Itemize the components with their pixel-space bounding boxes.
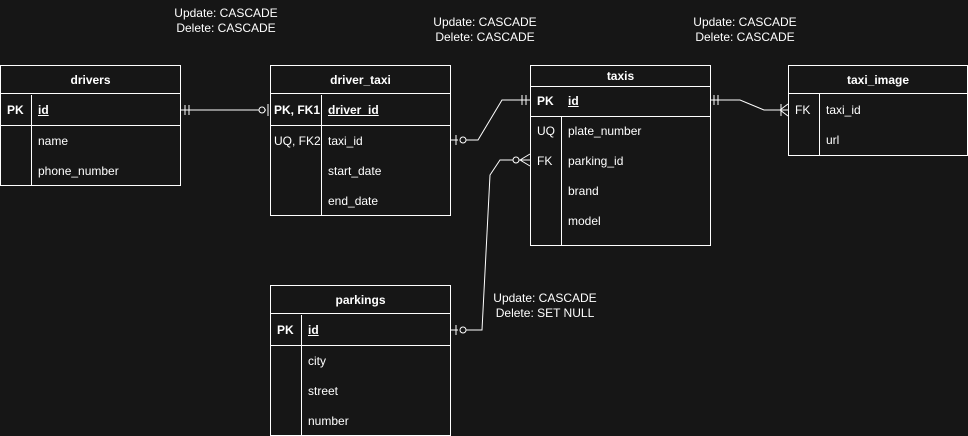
note-drivers-driver-taxi: Update: CASCADE Delete: CASCADE bbox=[171, 6, 281, 36]
attribute-name: end_date bbox=[328, 194, 379, 208]
attribute-row: FK parking_id bbox=[531, 146, 710, 176]
rel-taxis-taxi-image bbox=[710, 95, 789, 117]
entity-taxi-image[interactable]: taxi_image FK taxi_id url bbox=[788, 65, 968, 156]
attribute-row: UQ plate_number bbox=[531, 116, 710, 146]
attribute-row: number bbox=[271, 406, 450, 436]
attribute-row: PK id bbox=[531, 86, 710, 117]
key-column bbox=[1, 95, 32, 185]
attribute-key: UQ bbox=[537, 124, 555, 138]
attribute-key: PK bbox=[537, 94, 554, 108]
attribute-row: end_date bbox=[271, 186, 450, 216]
attribute-name: id bbox=[308, 323, 319, 337]
rel-driver-taxi-taxis bbox=[450, 95, 530, 145]
note-delete: Delete: CASCADE bbox=[176, 21, 276, 35]
attribute-row: PK id bbox=[1, 95, 180, 126]
attribute-row: city bbox=[271, 346, 450, 376]
attribute-key: PK, FK1 bbox=[274, 103, 321, 117]
attribute-key: FK bbox=[795, 103, 811, 117]
key-column bbox=[531, 117, 562, 245]
entity-title: drivers bbox=[1, 66, 180, 94]
attribute-name: brand bbox=[568, 184, 599, 198]
attribute-key: PK bbox=[277, 323, 294, 337]
note-taxis-taxi-image: Update: CASCADE Delete: CASCADE bbox=[690, 15, 800, 45]
key-column bbox=[271, 315, 302, 435]
rel-drivers-driver-taxi bbox=[180, 104, 269, 116]
attribute-row: name bbox=[1, 126, 180, 156]
attribute-name: number bbox=[308, 414, 349, 428]
attribute-row: brand bbox=[531, 176, 710, 206]
attribute-row: street bbox=[271, 376, 450, 406]
rel-parkings-taxis bbox=[450, 153, 531, 335]
attribute-row: url bbox=[789, 125, 967, 155]
attribute-name: taxi_id bbox=[328, 134, 363, 148]
attribute-name: id bbox=[38, 103, 49, 117]
note-update: Update: CASCADE bbox=[493, 291, 597, 305]
attribute-name: parking_id bbox=[568, 154, 624, 168]
attribute-row: FK taxi_id bbox=[789, 95, 967, 125]
note-delete: Delete: CASCADE bbox=[435, 30, 535, 44]
note-driver-taxi-taxis: Update: CASCADE Delete: CASCADE bbox=[430, 15, 540, 45]
attribute-name: street bbox=[308, 384, 339, 398]
attribute-name: id bbox=[568, 94, 579, 108]
note-update: Update: CASCADE bbox=[693, 15, 797, 29]
attribute-name: model bbox=[568, 214, 601, 228]
key-column bbox=[789, 94, 820, 155]
attribute-name: taxi_id bbox=[826, 103, 861, 117]
note-delete: Delete: SET NULL bbox=[495, 306, 595, 320]
note-parkings-taxis: Update: CASCADE Delete: SET NULL bbox=[490, 291, 600, 321]
note-delete: Delete: CASCADE bbox=[695, 30, 795, 44]
entity-title: driver_taxi bbox=[271, 66, 450, 94]
note-update: Update: CASCADE bbox=[174, 6, 278, 20]
entity-taxis[interactable]: taxis PK id UQ plate_number FK parking_i… bbox=[530, 65, 711, 246]
attribute-name: driver_id bbox=[328, 103, 379, 117]
entity-title: taxis bbox=[531, 66, 710, 87]
attribute-row: UQ, FK2 taxi_id bbox=[271, 126, 450, 156]
attribute-name: phone_number bbox=[38, 164, 119, 178]
attribute-key: PK bbox=[7, 103, 24, 117]
attribute-name: start_date bbox=[328, 164, 382, 178]
attribute-name: city bbox=[308, 354, 326, 368]
attribute-row: PK id bbox=[271, 315, 450, 346]
entity-title: parkings bbox=[271, 286, 450, 314]
attribute-row: model bbox=[531, 206, 710, 236]
attribute-name: name bbox=[38, 134, 69, 148]
entity-driver-taxi[interactable]: driver_taxi PK, FK1 driver_id UQ, FK2 ta… bbox=[270, 65, 451, 216]
entity-parkings[interactable]: parkings PK id city street number bbox=[270, 285, 451, 436]
note-update: Update: CASCADE bbox=[433, 15, 537, 29]
attribute-row: start_date bbox=[271, 156, 450, 186]
entity-drivers[interactable]: drivers PK id name phone_number bbox=[0, 65, 181, 186]
entity-title: taxi_image bbox=[789, 66, 967, 94]
attribute-name: url bbox=[826, 133, 840, 147]
attribute-name: plate_number bbox=[568, 124, 642, 138]
attribute-row: PK, FK1 driver_id bbox=[271, 95, 450, 126]
attribute-key: UQ, FK2 bbox=[274, 134, 321, 148]
attribute-key: FK bbox=[537, 154, 553, 168]
attribute-row: phone_number bbox=[1, 156, 180, 186]
key-column bbox=[271, 95, 322, 215]
